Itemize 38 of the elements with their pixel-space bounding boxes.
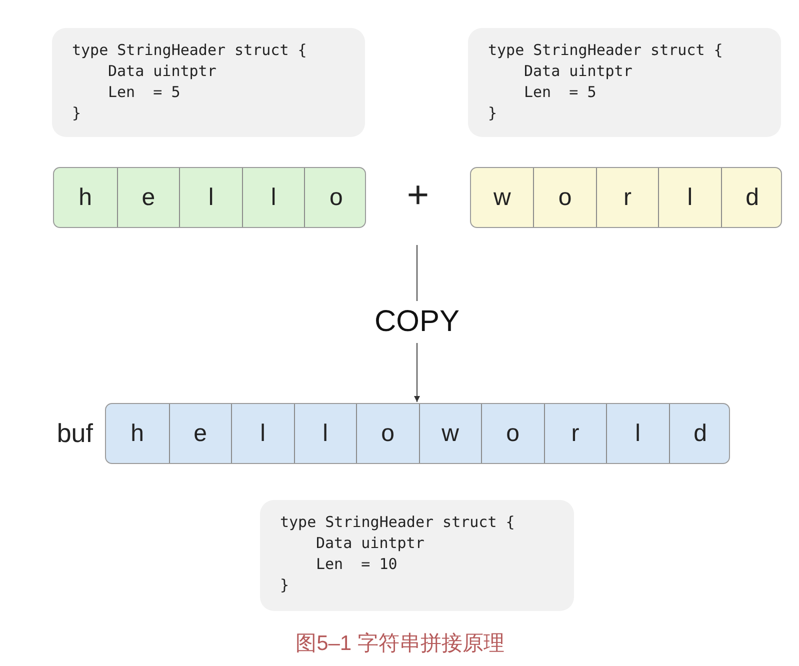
letter-cell: o [481,404,544,463]
code-line: Data uintptr [107,61,216,82]
letter-cell: w [418,404,481,463]
code-line: Data uintptr [523,61,632,82]
letter-cell: l [606,404,668,463]
code-line: type StringHeader struct { [280,512,515,533]
string-strip [470,167,782,228]
letter-cell: r [544,404,606,463]
letter-cell: w [471,168,534,227]
letter-cell: l [658,168,721,227]
letter-cell: h [54,168,117,227]
letter-cell: h [106,404,168,463]
string-strip [105,403,730,464]
letter-cell: e [116,168,180,227]
letter-cell: o [356,404,418,463]
string-strip [53,167,366,228]
code-line: type StringHeader struct { [72,40,307,61]
letter-cell: d [668,404,729,463]
letter-cell: d [720,168,781,227]
letter-cell: o [304,168,365,227]
code-line: } [72,103,82,124]
code-line: Len = 10 [315,554,398,575]
code-line: type StringHeader struct { [488,40,723,61]
letter-cell: l [242,168,304,227]
letter-cell: l [294,404,356,463]
code-line: Len = 5 [523,82,596,103]
letter-cell: r [596,168,658,227]
code-line: Data uintptr [315,533,424,554]
plus-sign: + [406,174,430,218]
caption: 图5–1 字符串拼接原理 [296,631,504,657]
letter-cell: l [231,404,294,463]
letter-cell: o [533,168,596,227]
letter-cell: e [168,404,231,463]
code-line: } [488,103,498,124]
code-line: Len = 5 [107,82,180,103]
letter-cell: l [179,168,242,227]
strip-label: buf [56,418,93,448]
code-line: } [280,575,290,596]
